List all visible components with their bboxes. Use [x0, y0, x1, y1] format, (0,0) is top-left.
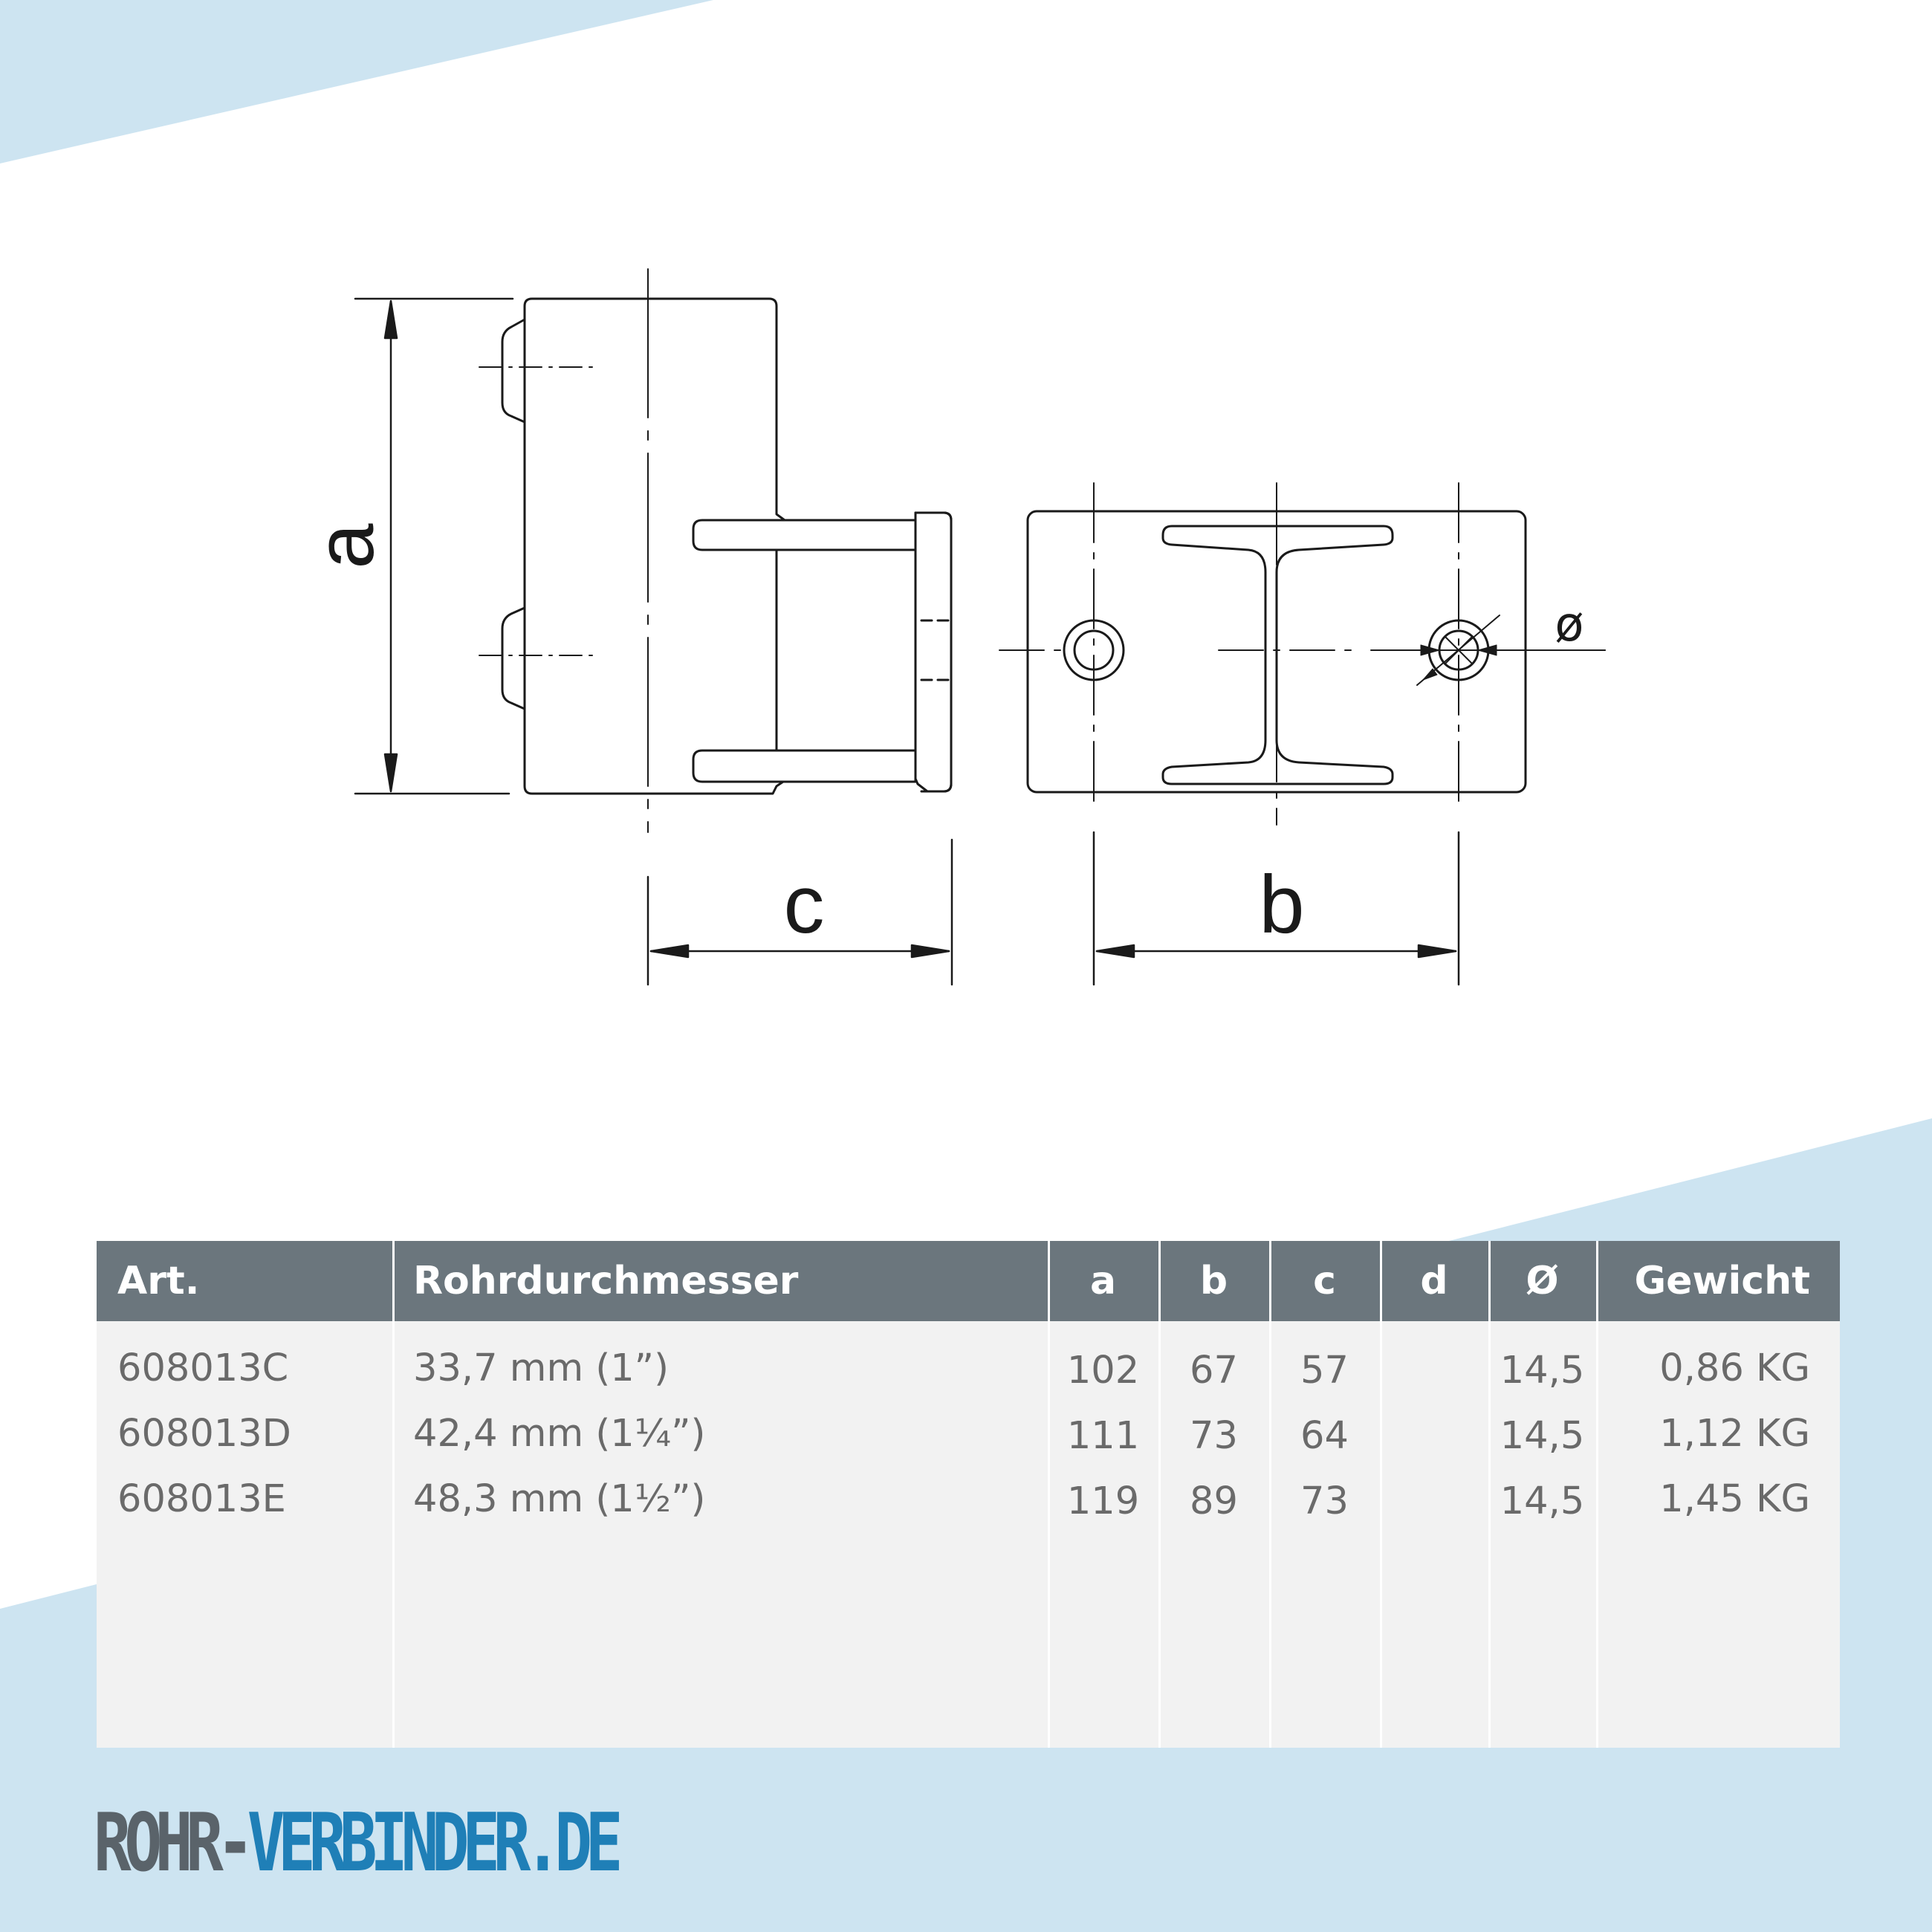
col-separator	[392, 1241, 395, 1748]
cell-gewicht: 1,12 KG	[1659, 1412, 1810, 1456]
side-boss-top	[501, 318, 526, 424]
cell-c: 57	[1300, 1349, 1349, 1393]
cell-diameter: 14,5	[1500, 1414, 1585, 1458]
header-b: b	[1199, 1259, 1228, 1303]
header-c: c	[1313, 1259, 1336, 1303]
col-separator	[1596, 1241, 1598, 1748]
brand-part-1: ROHR-	[94, 1797, 254, 1890]
cell-b: 89	[1190, 1479, 1238, 1523]
header-d: d	[1420, 1259, 1448, 1303]
dim-label-a: a	[299, 523, 391, 569]
dim-label-c: c	[784, 859, 825, 950]
cell-diameter: 14,5	[1500, 1479, 1585, 1523]
col-separator	[1158, 1241, 1161, 1748]
i-beam-profile	[1161, 525, 1394, 785]
dimension-a	[354, 297, 514, 795]
cell-a: 111	[1066, 1414, 1140, 1458]
front-view	[999, 482, 1606, 826]
side-upper-arm	[692, 519, 917, 551]
dimension-c	[646, 838, 953, 986]
cell-a: 119	[1066, 1479, 1140, 1523]
cell-b: 73	[1190, 1414, 1238, 1458]
cell-gewicht: 0,86 KG	[1659, 1346, 1810, 1390]
brand-logo: ROHR-VERBINDER.DE	[94, 1797, 623, 1890]
header-a: a	[1089, 1259, 1117, 1303]
spec-table-header	[97, 1241, 1840, 1321]
header-art: Art.	[117, 1259, 200, 1303]
col-separator	[1380, 1241, 1382, 1748]
header-rohrdurchmesser: Rohrdurchmesser	[413, 1259, 799, 1303]
side-inner-web	[775, 548, 917, 752]
side-boss-bottom	[501, 606, 526, 710]
cell-rohrdurchmesser: 48,3 mm (1½”)	[413, 1477, 706, 1521]
cell-c: 73	[1300, 1479, 1349, 1523]
cell-diameter: 14,5	[1500, 1349, 1585, 1393]
side-flange	[914, 511, 953, 793]
cell-rohrdurchmesser: 33,7 mm (1”)	[413, 1346, 670, 1390]
cell-b: 67	[1190, 1349, 1238, 1393]
side-lower-arm	[692, 749, 917, 783]
cell-art: 608013D	[117, 1412, 291, 1456]
col-separator	[1048, 1241, 1050, 1748]
technical-drawing: a c b ø	[299, 268, 1606, 986]
spec-table: Art. Rohrdurchmesser a b c d Ø Gewicht 6…	[97, 1241, 1840, 1748]
top-left-stripe	[0, 0, 713, 163]
dimension-b	[1092, 831, 1460, 986]
cell-gewicht: 1,45 KG	[1659, 1477, 1810, 1521]
cell-art: 608013E	[117, 1477, 286, 1521]
brand-part-2: VERBINDER.DE	[247, 1797, 623, 1890]
col-separator	[1488, 1241, 1491, 1748]
cell-c: 64	[1300, 1414, 1349, 1458]
dim-label-b: b	[1259, 859, 1304, 950]
dim-label-diameter: ø	[1555, 597, 1583, 652]
cell-a: 102	[1066, 1349, 1140, 1393]
col-separator	[1269, 1241, 1271, 1748]
side-flange-hole	[920, 619, 953, 681]
cell-rohrdurchmesser: 42,4 mm (1¼”)	[413, 1412, 706, 1456]
header-gewicht: Gewicht	[1634, 1259, 1810, 1303]
cell-art: 608013C	[117, 1346, 289, 1390]
header-diameter: Ø	[1526, 1259, 1559, 1303]
side-view	[479, 268, 953, 833]
